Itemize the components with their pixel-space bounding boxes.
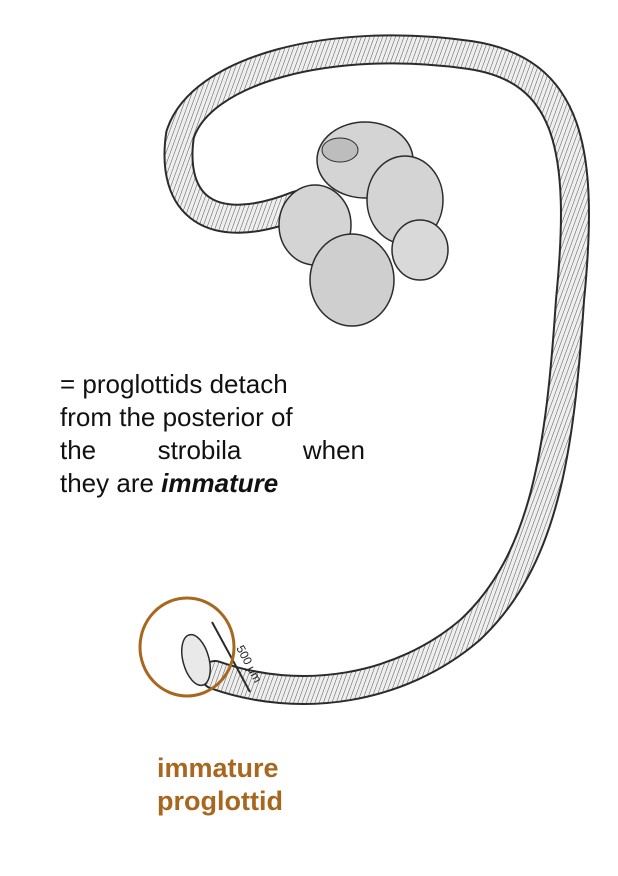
scolex-lobe <box>321 137 359 163</box>
scolex-lobe <box>309 233 395 327</box>
description-line-1: = proglottids detach <box>60 369 288 399</box>
description-emphasis: immature <box>161 468 279 498</box>
description-line-3: the strobila when <box>60 434 365 467</box>
immature-proglottid <box>181 633 211 687</box>
callout-ring <box>138 596 236 698</box>
description-word: the <box>60 435 97 465</box>
scolex-lobe <box>391 219 449 281</box>
scolex-cluster <box>278 121 449 327</box>
description-text: = proglottids detach from the posterior … <box>60 368 365 500</box>
callout-label: immature proglottid <box>157 752 283 818</box>
description-word: strobila <box>157 435 242 465</box>
description-prefix: they are <box>60 468 162 498</box>
strobila-body <box>165 36 588 703</box>
scale-bar-line <box>211 621 251 693</box>
callout-line-2: proglottid <box>157 786 283 816</box>
description-line-4: they are immature <box>60 467 365 500</box>
callout-line-1: immature <box>157 753 279 783</box>
description-word: when <box>302 435 365 465</box>
description-line-2: from the posterior of <box>60 402 293 432</box>
